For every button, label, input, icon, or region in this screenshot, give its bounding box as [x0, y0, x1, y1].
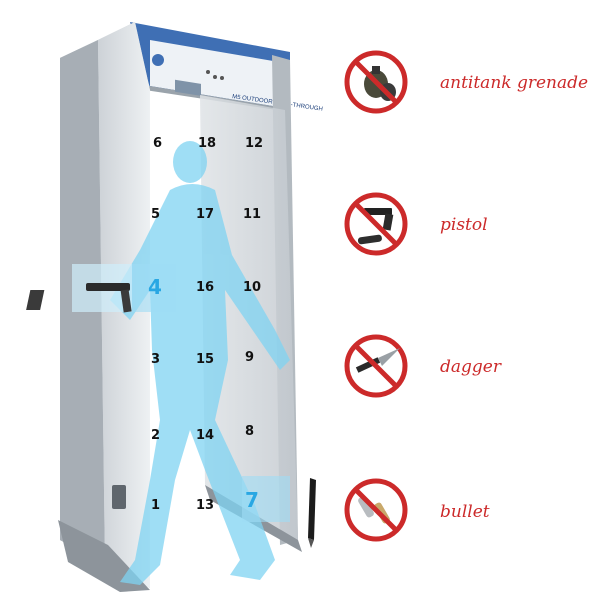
zone-label: 12	[245, 136, 264, 151]
prohibited-sign-dagger	[344, 334, 408, 398]
zone-4-highlight	[132, 264, 176, 312]
zone-label: 17	[196, 207, 215, 222]
top-crossbar: M5 OUTDOOR WALK-THROUGH	[130, 22, 323, 113]
zone-label: 16	[196, 280, 215, 295]
zone-label: 14	[196, 428, 215, 443]
pistol-graphic	[26, 283, 132, 313]
dagger-graphic	[308, 478, 316, 548]
prohibited-item-label: antitank grenade	[440, 73, 589, 93]
prohibited-item-label: dagger	[440, 357, 501, 377]
zone-label: 10	[243, 280, 262, 295]
prohibited-sign-pistol	[344, 192, 408, 256]
zone-label: 1	[151, 498, 161, 513]
zone-label: 5	[151, 207, 161, 222]
zone-label: 8	[245, 424, 255, 439]
prohibited-sign-grenade	[344, 50, 408, 114]
prohibited-item-label: pistol	[440, 215, 488, 235]
display-screen	[175, 79, 201, 96]
zone-label: 2	[151, 428, 161, 443]
zone-7-highlight	[242, 476, 290, 522]
zone-label: 18	[198, 136, 217, 151]
prohibited-sign-bullet	[344, 478, 408, 542]
zone-label: 3	[151, 352, 161, 367]
zone-label-highlighted: 4	[148, 275, 162, 299]
brand-logo	[152, 54, 164, 66]
zone-label: 11	[243, 207, 262, 222]
control-box	[112, 485, 126, 509]
zone-label: 6	[153, 136, 163, 151]
zone-label: 15	[196, 352, 215, 367]
prohibited-item-label: bullet	[440, 502, 490, 522]
zone-label: 9	[245, 350, 255, 365]
zone-label: 13	[196, 498, 215, 513]
zone-label-highlighted: 7	[245, 488, 259, 512]
pistol-icon	[357, 208, 394, 245]
